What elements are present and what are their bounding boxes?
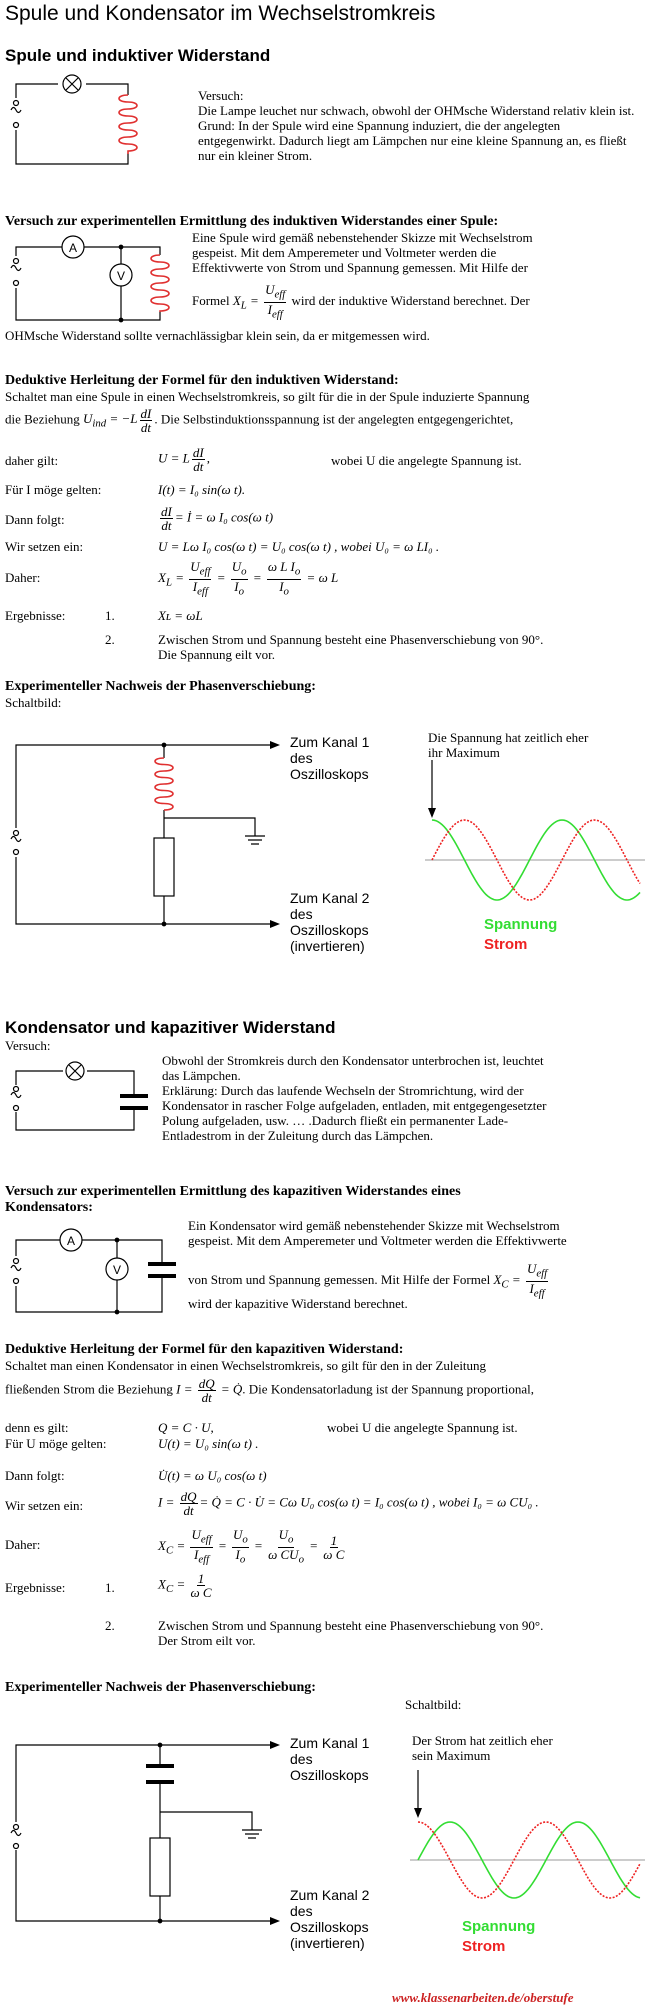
s3-erg2: Zwischen Strom und Spannung besteht eine…: [158, 632, 544, 662]
svg-text:V: V: [113, 1263, 121, 1277]
s3-erg1-num: 1.: [105, 608, 115, 623]
voltage-curve: [417, 1821, 641, 1899]
s4-schaltbild: Schaltbild:: [5, 695, 62, 710]
legend-spannung-1: Spannung: [484, 916, 558, 933]
voltmeter-icon: [105, 1257, 129, 1281]
s7-erg2: Zwischen Strom und Spannung besteht eine…: [158, 1618, 544, 1648]
s7-erg1-num: 1.: [105, 1580, 115, 1595]
s3-daher-label: daher gilt:: [5, 453, 59, 468]
s5-versuch-label: Versuch:: [5, 1038, 51, 1053]
section-heading-nachweis-2: Experimenteller Nachweis der Phasenversc…: [5, 1680, 316, 1695]
capacitor-icon: [148, 1262, 176, 1278]
s3-daher-note: wobei U die angelegte Spannung ist.: [331, 453, 522, 468]
amperemeter-icon: [61, 235, 85, 259]
s6-formel-line: von Strom und Spannung gemessen. Mit Hil…: [188, 1261, 549, 1300]
s3-erg1: Xʟ = ωL: [158, 608, 203, 623]
section-heading-herleitung-induktiv: Deduktive Herleitung der Formel für den …: [5, 373, 399, 388]
lamp-icon: [62, 74, 82, 94]
voltage-curve: [431, 819, 641, 901]
coil-icon: [118, 94, 138, 154]
s7-erg-label: Ergebnisse:: [5, 1580, 66, 1595]
amperemeter-icon: [59, 1228, 83, 1252]
voltmeter-icon: [109, 263, 133, 287]
section-heading-herleitung-kapazitiv: Deduktive Herleitung der Formel für den …: [5, 1342, 404, 1357]
section-heading-nachweis-1: Experimenteller Nachweis der Phasenversc…: [5, 679, 316, 694]
section-heading-versuch-induktiv: Versuch zur experimentellen Ermittlung d…: [5, 214, 499, 229]
section-heading-versuch-kapazitiv: Versuch zur experimentellen Ermittlung d…: [5, 1184, 461, 1215]
s3-fuer-label: Für I möge gelten:: [5, 482, 102, 497]
s3-wir-label: Wir setzen ein:: [5, 539, 84, 554]
s3-intro1: Schaltet man eine Spule in einen Wechsel…: [5, 389, 530, 404]
legend-strom-2: Strom: [462, 1938, 506, 1955]
s5-text: Obwohl der Stromkreis durch den Kondensa…: [162, 1053, 547, 1143]
section-heading-spule: Spule und induktiver Widerstand: [5, 46, 271, 65]
s7-dann-label: Dann folgt:: [5, 1468, 65, 1483]
s7-denn-eq: Q = C · U,: [158, 1420, 214, 1435]
s3-dann-label: Dann folgt:: [5, 512, 65, 527]
s7-intro1: Schaltet man einen Kondensator in einen …: [5, 1358, 487, 1373]
s8-schaltbild: Schaltbild:: [405, 1697, 462, 1712]
s3-fuer-eq: I(t) = I₀ sin(ω t).: [158, 482, 246, 497]
s7-denn-note: wobei U die angelegte Spannung ist.: [327, 1420, 518, 1435]
s1-text: Versuch: Die Lampe leuchet nur schwach, …: [198, 88, 635, 163]
s3-daher2-label: Daher:: [5, 570, 41, 585]
s3-wir-eq: U = Lω I₀ cos(ω t) = U₀ cos(ω t) , wobei…: [158, 539, 440, 554]
s7-erg2-num: 2.: [105, 1618, 115, 1633]
s7-dann-eq: U̇(t) = ω U₀ cos(ω t): [158, 1468, 267, 1483]
s7-fuer-eq: U(t) = U₀ sin(ω t) .: [158, 1436, 259, 1451]
legend-strom-1: Strom: [484, 936, 528, 953]
s7-wir-label: Wir setzen ein:: [5, 1498, 84, 1513]
s7-fuer-label: Für U möge gelten:: [5, 1436, 107, 1451]
footer-url: www.klassenarbeiten.de/oberstufe: [392, 1990, 574, 2005]
capacitor-icon: [146, 1764, 174, 1784]
section-heading-kondensator: Kondensator und kapazitiver Widerstand: [5, 1018, 336, 1037]
page-title: Spule und Kondensator im Wechselstromkre…: [5, 2, 436, 25]
s2-line5: OHMsche Widerstand sollte vernachlässigb…: [5, 328, 430, 343]
s7-daher-label: Daher:: [5, 1537, 41, 1552]
svg-text:A: A: [67, 1234, 75, 1248]
s6-line4: wird der kapazitive Widerstand berechnet…: [188, 1296, 408, 1311]
svg-text:V: V: [117, 269, 125, 283]
s6-text: Ein Kondensator wird gemäß nebenstehende…: [188, 1218, 567, 1248]
s2-text: Eine Spule wird gemäß nebenstehender Ski…: [192, 230, 533, 275]
lamp-icon: [65, 1061, 85, 1081]
current-curve: [417, 1821, 641, 1899]
s3-erg-label: Ergebnisse:: [5, 608, 66, 623]
capacitor-icon: [120, 1094, 148, 1110]
s3-erg2-num: 2.: [105, 632, 115, 647]
legend-spannung-2: Spannung: [462, 1918, 536, 1935]
svg-text:A: A: [69, 241, 77, 255]
s7-denn-label: denn es gilt:: [5, 1420, 69, 1435]
